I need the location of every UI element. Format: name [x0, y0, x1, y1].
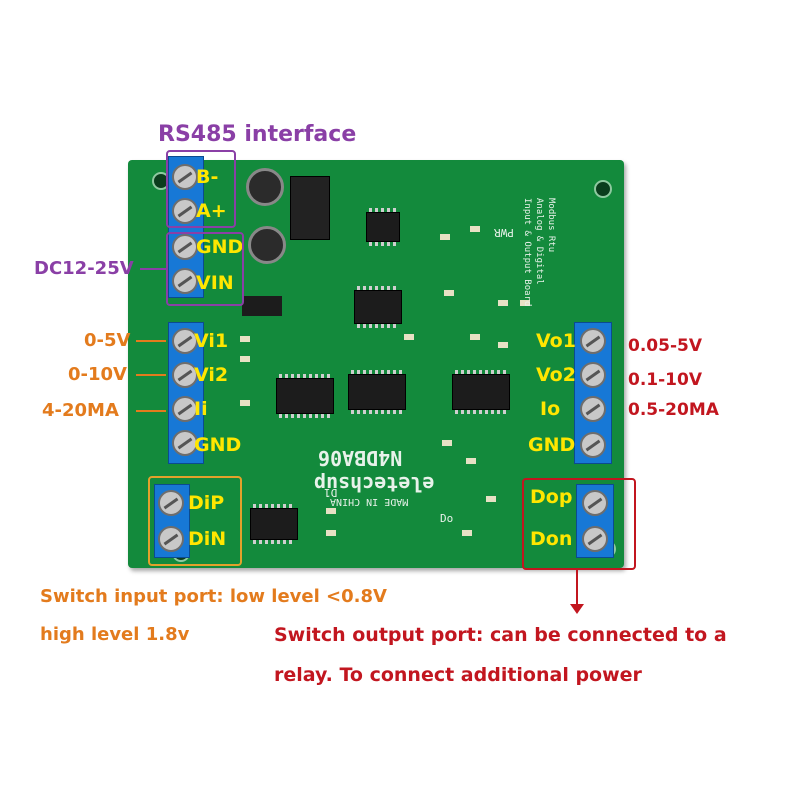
screw-terminal — [172, 362, 198, 388]
output-0-5-20ma-label: 0.5-20MA — [628, 400, 719, 420]
voltage-regulator — [290, 176, 330, 240]
arrow-icon — [140, 268, 166, 270]
screw-terminal — [580, 328, 606, 354]
dc-voltage-label: DC12-25V — [34, 258, 134, 279]
screw-terminal — [172, 396, 198, 422]
mounting-hole — [594, 180, 612, 198]
pwr-silkscreen: PWR — [494, 226, 514, 239]
pin-label-don: Don — [530, 528, 573, 550]
smd-component — [404, 334, 414, 340]
optocoupler-chip — [250, 504, 298, 544]
rs485-highlight-box — [166, 150, 236, 228]
ic-chip — [354, 286, 402, 328]
input-0-10v-label: 0-10V — [68, 364, 127, 385]
board-desc-2: Analog & Digital — [534, 198, 544, 285]
ic-chip — [366, 208, 400, 246]
smd-component — [466, 458, 476, 464]
smd-component — [462, 530, 472, 536]
pin-label-dop: Dop — [530, 486, 573, 508]
input-4-20ma-label: 4-20MA — [42, 400, 119, 421]
pin-label-vo1: Vo1 — [536, 330, 576, 352]
pin-label-vi2: Vi2 — [194, 364, 229, 386]
model-silkscreen: N4DBA06 — [318, 446, 403, 470]
smd-component — [440, 234, 450, 240]
smd-component — [520, 300, 530, 306]
screw-terminal — [158, 526, 184, 552]
pin-label-din: DiN — [188, 528, 227, 550]
smd-component — [470, 334, 480, 340]
output-0-1-10v-label: 0.1-10V — [628, 370, 702, 390]
smd-component — [442, 440, 452, 446]
screw-terminal — [172, 164, 198, 190]
input-0-5v-label: 0-5V — [84, 330, 131, 351]
diode — [242, 296, 282, 316]
screw-terminal — [172, 328, 198, 354]
screw-terminal — [172, 234, 198, 260]
ic-chip — [452, 370, 510, 414]
smd-component — [498, 342, 508, 348]
smd-component — [240, 336, 250, 342]
capacitor — [248, 226, 286, 264]
switch-output-label-line1: Switch output port: can be connected to … — [274, 624, 727, 646]
screw-terminal — [172, 198, 198, 224]
smd-component — [444, 290, 454, 296]
capacitor — [246, 168, 284, 206]
ic-chip — [276, 374, 334, 418]
pin-label-dip: DiP — [188, 492, 225, 514]
arrow-icon — [136, 340, 166, 342]
screw-terminal — [580, 362, 606, 388]
screw-terminal — [580, 432, 606, 458]
arrow-down-icon — [570, 604, 584, 614]
smd-component — [470, 226, 480, 232]
smd-component — [240, 400, 250, 406]
made-in-silkscreen: MADE IN CHINA — [330, 496, 409, 507]
d1-silkscreen: D1 — [324, 486, 338, 499]
screw-terminal — [582, 526, 608, 552]
switch-input-label-line2: high level 1.8v — [40, 624, 190, 645]
pin-label-b-minus: B- — [196, 166, 219, 188]
rs485-label: RS485 interface — [158, 122, 357, 147]
do-silkscreen: Do — [440, 512, 454, 525]
pin-label-gnd-in: GND — [194, 434, 242, 456]
pin-label-vo2: Vo2 — [536, 364, 576, 386]
smd-component — [498, 300, 508, 306]
pin-label-a-plus: A+ — [196, 200, 227, 222]
smd-component — [486, 496, 496, 502]
pin-label-ii: Ii — [194, 398, 208, 420]
power-highlight-box — [166, 232, 244, 306]
smd-component — [240, 356, 250, 362]
pin-label-io: Io — [540, 398, 561, 420]
pin-label-gnd-out: GND — [528, 434, 576, 456]
arrow-icon — [136, 410, 166, 412]
screw-terminal — [582, 490, 608, 516]
smd-component — [326, 530, 336, 536]
smd-component — [326, 508, 336, 514]
digital-output-highlight-box — [522, 478, 636, 570]
screw-terminal — [580, 396, 606, 422]
pin-label-vi1: Vi1 — [194, 330, 229, 352]
arrow-icon — [576, 568, 578, 606]
board-desc-1: Modbus Rtu — [546, 198, 556, 253]
pin-label-vin: VIN — [196, 272, 234, 294]
board-desc-3: Input & Output Board — [522, 198, 532, 307]
output-0-05-5v-label: 0.05-5V — [628, 336, 702, 356]
switch-input-label-line1: Switch input port: low level <0.8V — [40, 586, 387, 607]
screw-terminal — [172, 268, 198, 294]
switch-output-label-line2: relay. To connect additional power — [274, 664, 642, 686]
arrow-icon — [136, 374, 166, 376]
screw-terminal — [172, 430, 198, 456]
digital-input-highlight-box — [148, 476, 242, 566]
screw-terminal — [158, 490, 184, 516]
ic-chip — [348, 370, 406, 414]
pin-label-gnd-power: GND — [196, 236, 244, 258]
